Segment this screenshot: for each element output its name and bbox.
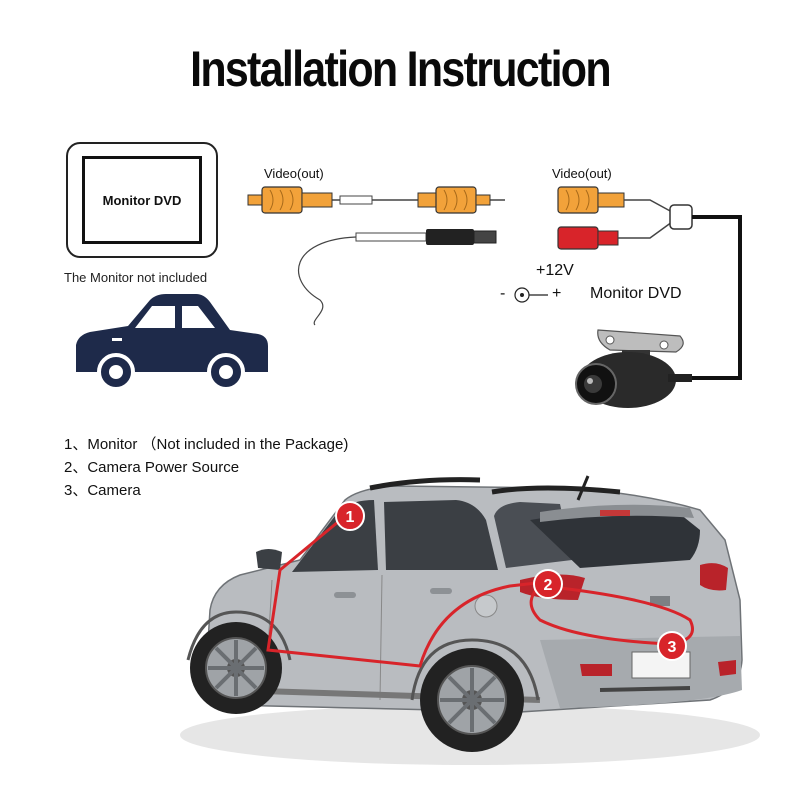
marker-3: 3: [657, 631, 687, 661]
monitor-screen: Monitor DVD: [82, 156, 202, 244]
car-illustration: [180, 475, 760, 765]
legend-list: 1、Monitor （Not included in the Package) …: [64, 433, 348, 502]
legend-item-power: 2、Camera Power Source: [64, 459, 240, 476]
polarity-minus: -: [500, 285, 506, 302]
power-12v-label: +12V: [536, 262, 574, 279]
legend-item-camera: 3、Camera: [64, 482, 141, 499]
marker-3-label: 3: [668, 639, 677, 656]
wiring-route-line: [266, 510, 694, 668]
left-video-out-label: Video(out): [264, 166, 324, 181]
monitor-icon: Monitor DVD: [66, 142, 218, 258]
camera-icon: [575, 329, 692, 408]
right-video-out-label: Video(out): [552, 166, 612, 181]
marker-2-label: 2: [544, 577, 553, 594]
marker-1-label: 1: [346, 509, 355, 526]
marker-2: 2: [533, 569, 563, 599]
left-rca-cable: [247, 186, 505, 214]
marker-1: 1: [335, 501, 365, 531]
camera-harness: [514, 186, 742, 380]
monitor-note: The Monitor not included: [64, 270, 208, 285]
monitor-dvd-label: Monitor DVD: [590, 285, 682, 302]
page-title: Installation Instruction: [190, 41, 612, 97]
monitor-screen-label: Monitor DVD: [102, 192, 182, 208]
legend-item-monitor: 1、Monitor （Not included in the Package): [64, 436, 349, 453]
trigger-wire: [297, 229, 497, 326]
polarity-plus: +: [552, 285, 562, 302]
car-silhouette-icon: [76, 294, 268, 391]
